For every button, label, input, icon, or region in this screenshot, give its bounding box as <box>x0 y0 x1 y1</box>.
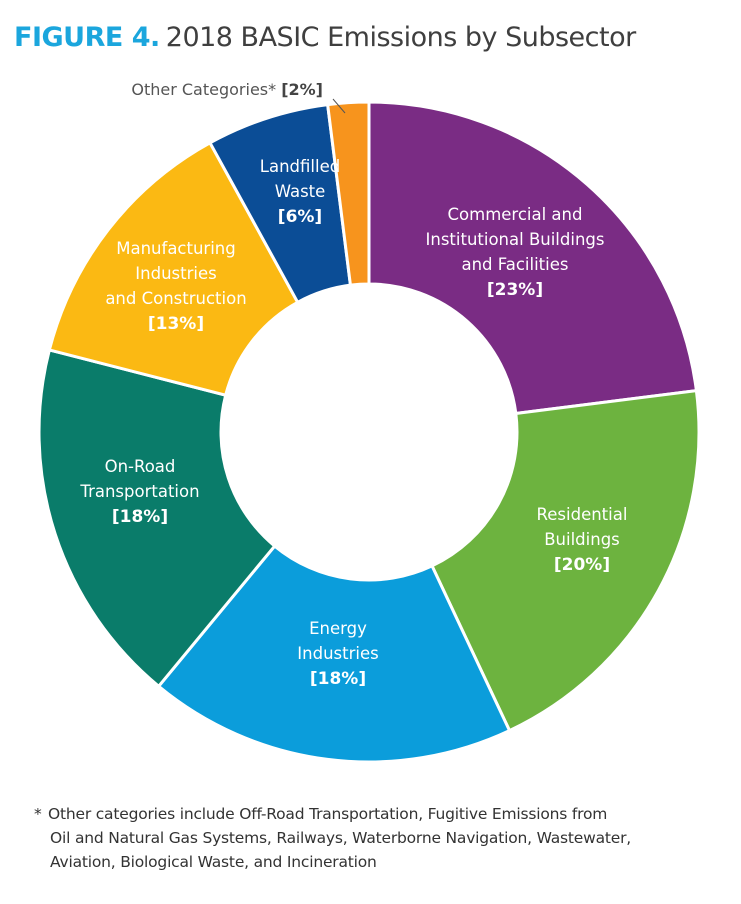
donut-slice-3 <box>37 348 277 689</box>
slice-label-text-6: Other Categories* [2%] <box>131 80 323 99</box>
chart-title-text: 2018 BASIC Emissions by Subsector <box>165 22 636 53</box>
footnote-text-1: Other categories include Off-Road Transp… <box>48 805 608 823</box>
footnote-line-3: Aviation, Biological Waste, and Incinera… <box>50 853 377 871</box>
slice-category-label: Manufacturing <box>116 239 235 258</box>
footnote-asterisk: * <box>34 805 42 823</box>
donut-slices <box>37 100 701 764</box>
footnote-line-2: Oil and Natural Gas Systems, Railways, W… <box>50 829 631 847</box>
slice-category-label: Commercial and <box>448 205 583 224</box>
slice-category-label: and Facilities <box>461 255 568 274</box>
donut-slice-0 <box>367 100 699 416</box>
slice-category-label: Institutional Buildings <box>426 230 605 249</box>
slice-category-label: Landfilled <box>260 157 340 176</box>
slice-percent-label: [18%] <box>310 669 366 689</box>
slice-percent-label: [18%] <box>112 507 168 527</box>
slice-percent-label: [13%] <box>148 314 204 334</box>
footnote: * Other categories include Off-Road Trans… <box>34 802 674 874</box>
figure-number: FIGURE 4. <box>14 22 160 53</box>
slice-category-label: Buildings <box>544 530 620 549</box>
slice-category-label: Waste <box>275 182 326 201</box>
slice-label-6: Other Categories* [2%] <box>131 80 346 114</box>
donut-slice-4 <box>47 140 300 398</box>
donut-slice-1 <box>430 388 701 733</box>
slice-category-label: On-Road <box>105 457 176 476</box>
slice-category-label: and Construction <box>105 289 246 308</box>
slice-category-label: Energy <box>309 619 367 638</box>
donut-slice-2 <box>156 543 512 764</box>
slice-percent-label: [23%] <box>487 280 543 300</box>
slice-category-label: Industries <box>135 264 216 283</box>
slice-category-label: Transportation <box>79 482 199 501</box>
leader-line <box>332 98 346 114</box>
slice-percent-label: [6%] <box>278 207 322 227</box>
footnote-line-1: * Other categories include Off-Road Trans… <box>34 802 674 826</box>
donut-slice-6 <box>325 100 371 287</box>
chart-title: FIGURE 4.2018 BASIC Emissions by Subsect… <box>14 22 636 54</box>
slice-category-label: Industries <box>297 644 378 663</box>
slice-percent-label: [20%] <box>554 555 610 575</box>
slice-category-label: Residential <box>537 505 628 524</box>
